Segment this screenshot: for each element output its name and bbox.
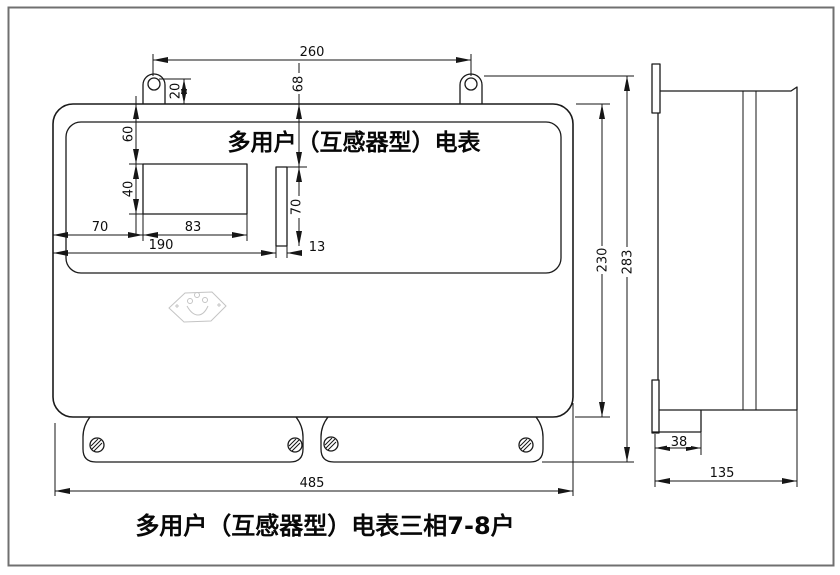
side-panel-lines [742,91,757,410]
dim-overall-height-label: 283 [621,250,636,275]
dim-top-to-window-label: 60 [122,126,137,143]
terminal-cover-right [320,416,544,463]
screw-icon [323,436,339,452]
dim-window-height-label: 40 [122,181,137,198]
screw-icon [89,437,105,453]
side-mounting-flange-top [651,63,661,114]
mounting-ear-right [459,73,483,104]
dim-hole-spacing: 260 [152,45,472,76]
dim-left-to-slot: 190 [53,238,277,258]
side-terminal-step [652,410,702,433]
dim-overall-width-label: 485 [300,476,325,491]
dim-overall-depth-label: 135 [710,466,735,481]
side-view: 38 135 [651,63,798,487]
side-body [657,86,798,411]
dim-slot-height-label: 70 [290,199,305,216]
lcd-window [142,163,248,215]
front-view: 260 20 68 60 40 70 [52,45,636,496]
meter-case [52,103,574,418]
dim-hole-offset: 20 [159,78,191,104]
terminal-cover-left [82,416,304,463]
inner-panel [65,121,562,274]
side-mounting-flange-bottom [651,379,660,434]
certification-seal-icon [168,291,227,323]
screw-icon [518,437,534,453]
dim-hole-offset-label: 20 [169,83,184,100]
dim-window-width-label: 83 [185,220,202,235]
front-title: 多用户（互感器型）电表 [228,129,482,156]
dim-case-height: 230 [575,103,611,418]
dim-left-to-window: 70 [53,220,143,238]
dim-left-to-slot-label: 190 [149,238,174,253]
dim-slot-height: 70 [287,166,307,246]
dim-slot-width-label: 13 [309,240,326,255]
dim-overall-width: 485 [54,403,574,496]
dim-window-height: 40 [122,163,143,235]
page-border [7,6,835,567]
dim-top-to-window: 60 [122,96,139,164]
dim-hole-spacing-label: 260 [300,45,325,60]
dim-window-width: 83 [142,214,248,241]
narrow-slot [275,166,288,247]
dim-terminal-cover-depth-label: 38 [671,435,688,450]
dim-left-to-window-label: 70 [92,220,109,235]
dim-overall-depth: 135 [654,410,798,487]
mounting-hole-icon [464,77,478,91]
caption: 多用户（互感器型）电表三相7-8户 [135,512,514,540]
dim-overall-height: 283 [484,75,636,463]
mounting-ear-left [142,73,166,104]
screw-icon [287,437,303,453]
dim-top-to-slot-label: 68 [292,76,307,93]
mounting-hole-icon [147,77,161,91]
dim-top-to-slot: 68 [291,63,307,167]
dim-slot-width: 13 [286,240,326,258]
dim-terminal-cover-depth: 38 [654,432,702,455]
dim-case-height-label: 230 [596,248,611,273]
